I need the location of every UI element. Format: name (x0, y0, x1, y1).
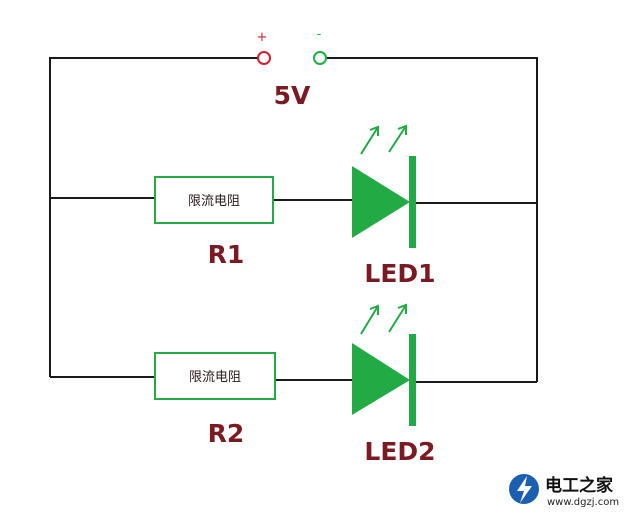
top-right-wire (326, 57, 538, 382)
led1-bar (409, 156, 416, 248)
led2-light-arrows-icon (360, 303, 407, 335)
resistor-r2-text: 限流电阻 (189, 370, 241, 385)
battery: + - 5V (257, 27, 327, 110)
led1-light-arrows-icon (360, 124, 407, 155)
plus-sign: + (257, 30, 268, 45)
led2-triangle-icon (352, 343, 410, 415)
branch-1: 限流电阻 R1 LED1 (154, 124, 436, 288)
watermark: 电工之家 www.dgzj.com (509, 474, 619, 508)
voltage-label: 5V (274, 81, 311, 110)
resistor-r1-label: R1 (208, 240, 245, 269)
resistor-r1-text: 限流电阻 (188, 194, 240, 209)
lightning-bolt-shape (517, 476, 532, 503)
main-wires (49, 57, 538, 383)
minus-sign: - (317, 27, 322, 42)
led1-label: LED1 (364, 259, 435, 288)
top-left-wire (49, 57, 258, 377)
watermark-name: 电工之家 (545, 475, 613, 496)
plus-terminal (257, 51, 271, 65)
branch-2: 限流电阻 R2 LED2 (154, 303, 436, 466)
resistor-r2 (154, 352, 276, 400)
minus-terminal (313, 51, 327, 65)
led2-label: LED2 (364, 437, 435, 466)
watermark-url: www.dgzj.com (547, 497, 619, 508)
led1-triangle-icon (352, 166, 410, 238)
led2-bar (409, 334, 416, 426)
resistor-r1 (154, 176, 274, 224)
resistor-r2-label: R2 (208, 419, 245, 448)
